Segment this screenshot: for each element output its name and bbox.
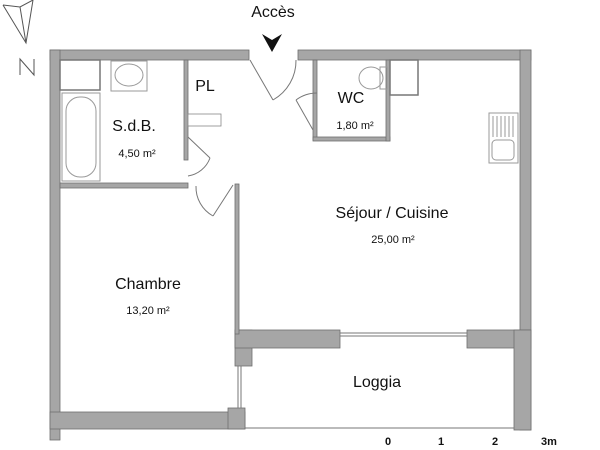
room-wc-area: 1,80 m² xyxy=(336,120,374,132)
room-sejour-area: 25,00 m² xyxy=(371,234,415,246)
entrance-arrow-icon xyxy=(262,34,282,52)
walls xyxy=(49,49,532,441)
room-pl-name: PL xyxy=(195,78,215,95)
room-chambre-area: 13,20 m² xyxy=(126,305,170,317)
compass-icon xyxy=(2,0,35,77)
door-swings xyxy=(187,59,514,429)
room-chambre-name: Chambre xyxy=(115,276,181,293)
room-sdb-name: S.d.B. xyxy=(112,118,156,135)
fixtures xyxy=(61,60,519,182)
scale-label-0: 0 xyxy=(384,436,392,448)
room-wc-name: WC xyxy=(337,90,365,107)
scale-label-3m: 3m xyxy=(541,436,557,448)
room-sejour-name: Séjour / Cuisine xyxy=(335,205,449,222)
room-loggia-name: Loggia xyxy=(352,374,402,391)
scale-label-1: 1 xyxy=(437,436,445,448)
room-sdb-area: 4,50 m² xyxy=(118,148,156,160)
entrance-label: Accès xyxy=(251,4,295,21)
scale-label-2: 2 xyxy=(491,436,499,448)
